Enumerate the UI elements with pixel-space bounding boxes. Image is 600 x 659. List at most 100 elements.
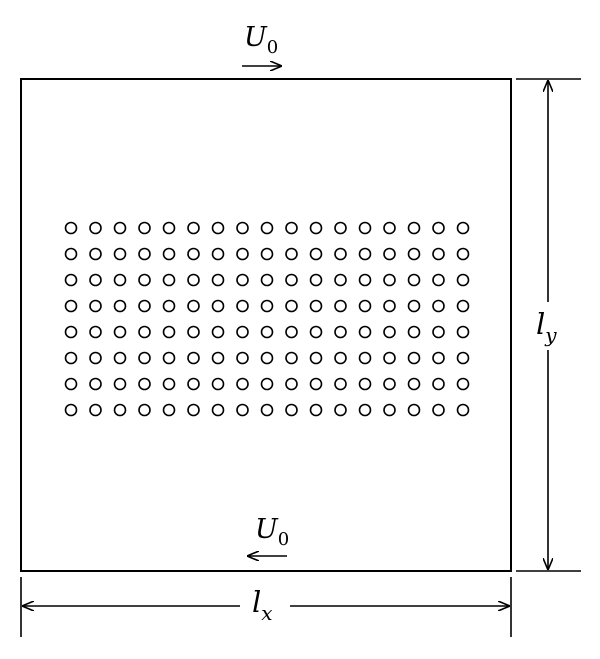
- particle: [89, 299, 102, 313]
- particle: [456, 403, 470, 417]
- particle: [358, 403, 372, 417]
- particle: [285, 351, 298, 365]
- particle: [309, 325, 323, 339]
- particle: [309, 351, 323, 365]
- particle: [113, 221, 127, 235]
- particle: [260, 221, 274, 235]
- particle: [358, 351, 372, 365]
- particle: [456, 221, 470, 235]
- particle: [260, 273, 274, 287]
- particle: [187, 403, 200, 417]
- particle: [162, 273, 176, 287]
- particle: [138, 221, 151, 235]
- particle: [383, 247, 396, 261]
- particle: [64, 247, 78, 261]
- particle: [407, 377, 421, 391]
- particle: [236, 221, 249, 235]
- particle: [138, 351, 151, 365]
- particle: [138, 325, 151, 339]
- particle: [236, 351, 249, 365]
- particle: [285, 325, 298, 339]
- particle: [211, 299, 225, 313]
- particle: [432, 247, 445, 261]
- particle: [285, 299, 298, 313]
- particle: [260, 325, 274, 339]
- particle: [334, 273, 347, 287]
- particle: [162, 351, 176, 365]
- width-label: lx: [252, 585, 273, 625]
- particle: [309, 403, 323, 417]
- particle: [236, 377, 249, 391]
- particle: [211, 377, 225, 391]
- particle: [334, 403, 347, 417]
- particle: [113, 403, 127, 417]
- particle: [432, 351, 445, 365]
- particle: [407, 325, 421, 339]
- particle: [358, 377, 372, 391]
- particle: [162, 377, 176, 391]
- particle: [113, 273, 127, 287]
- particle: [162, 299, 176, 313]
- particle: [334, 377, 347, 391]
- particle: [383, 377, 396, 391]
- particle: [138, 247, 151, 261]
- top-velocity-label: U0: [244, 22, 278, 58]
- particle: [187, 273, 200, 287]
- particle: [211, 273, 225, 287]
- particle: [260, 377, 274, 391]
- particle: [383, 325, 396, 339]
- particle: [358, 221, 372, 235]
- particle: [358, 247, 372, 261]
- particle: [285, 221, 298, 235]
- particle: [285, 273, 298, 287]
- particle: [456, 299, 470, 313]
- particle: [64, 325, 78, 339]
- particle: [383, 273, 396, 287]
- particle: [89, 351, 102, 365]
- particle: [113, 247, 127, 261]
- particle: [407, 247, 421, 261]
- particle: [187, 351, 200, 365]
- particle: [407, 299, 421, 313]
- particle: [432, 299, 445, 313]
- particle: [138, 299, 151, 313]
- particle: [113, 299, 127, 313]
- particle: [383, 299, 396, 313]
- particle: [334, 221, 347, 235]
- particle: [456, 273, 470, 287]
- particle: [162, 403, 176, 417]
- particle: [456, 247, 470, 261]
- particle: [432, 273, 445, 287]
- particle: [64, 299, 78, 313]
- particle: [236, 247, 249, 261]
- particle: [432, 221, 445, 235]
- particle: [407, 273, 421, 287]
- particle: [113, 377, 127, 391]
- particle: [64, 351, 78, 365]
- particle: [236, 273, 249, 287]
- particle: [383, 221, 396, 235]
- bottom-velocity-label: U0: [255, 514, 289, 550]
- particle: [407, 351, 421, 365]
- particle: [236, 299, 249, 313]
- particle: [285, 377, 298, 391]
- particle: [89, 221, 102, 235]
- particle: [358, 299, 372, 313]
- particle: [211, 325, 225, 339]
- particle: [285, 247, 298, 261]
- particle: [260, 247, 274, 261]
- particle: [334, 351, 347, 365]
- particle: [334, 299, 347, 313]
- particle: [138, 273, 151, 287]
- particle: [89, 325, 102, 339]
- particle: [383, 403, 396, 417]
- particle: [285, 403, 298, 417]
- particle: [260, 351, 274, 365]
- particle: [383, 351, 396, 365]
- particle: [64, 377, 78, 391]
- particle: [432, 377, 445, 391]
- particle: [236, 403, 249, 417]
- domain-box: [20, 78, 512, 572]
- particle: [138, 377, 151, 391]
